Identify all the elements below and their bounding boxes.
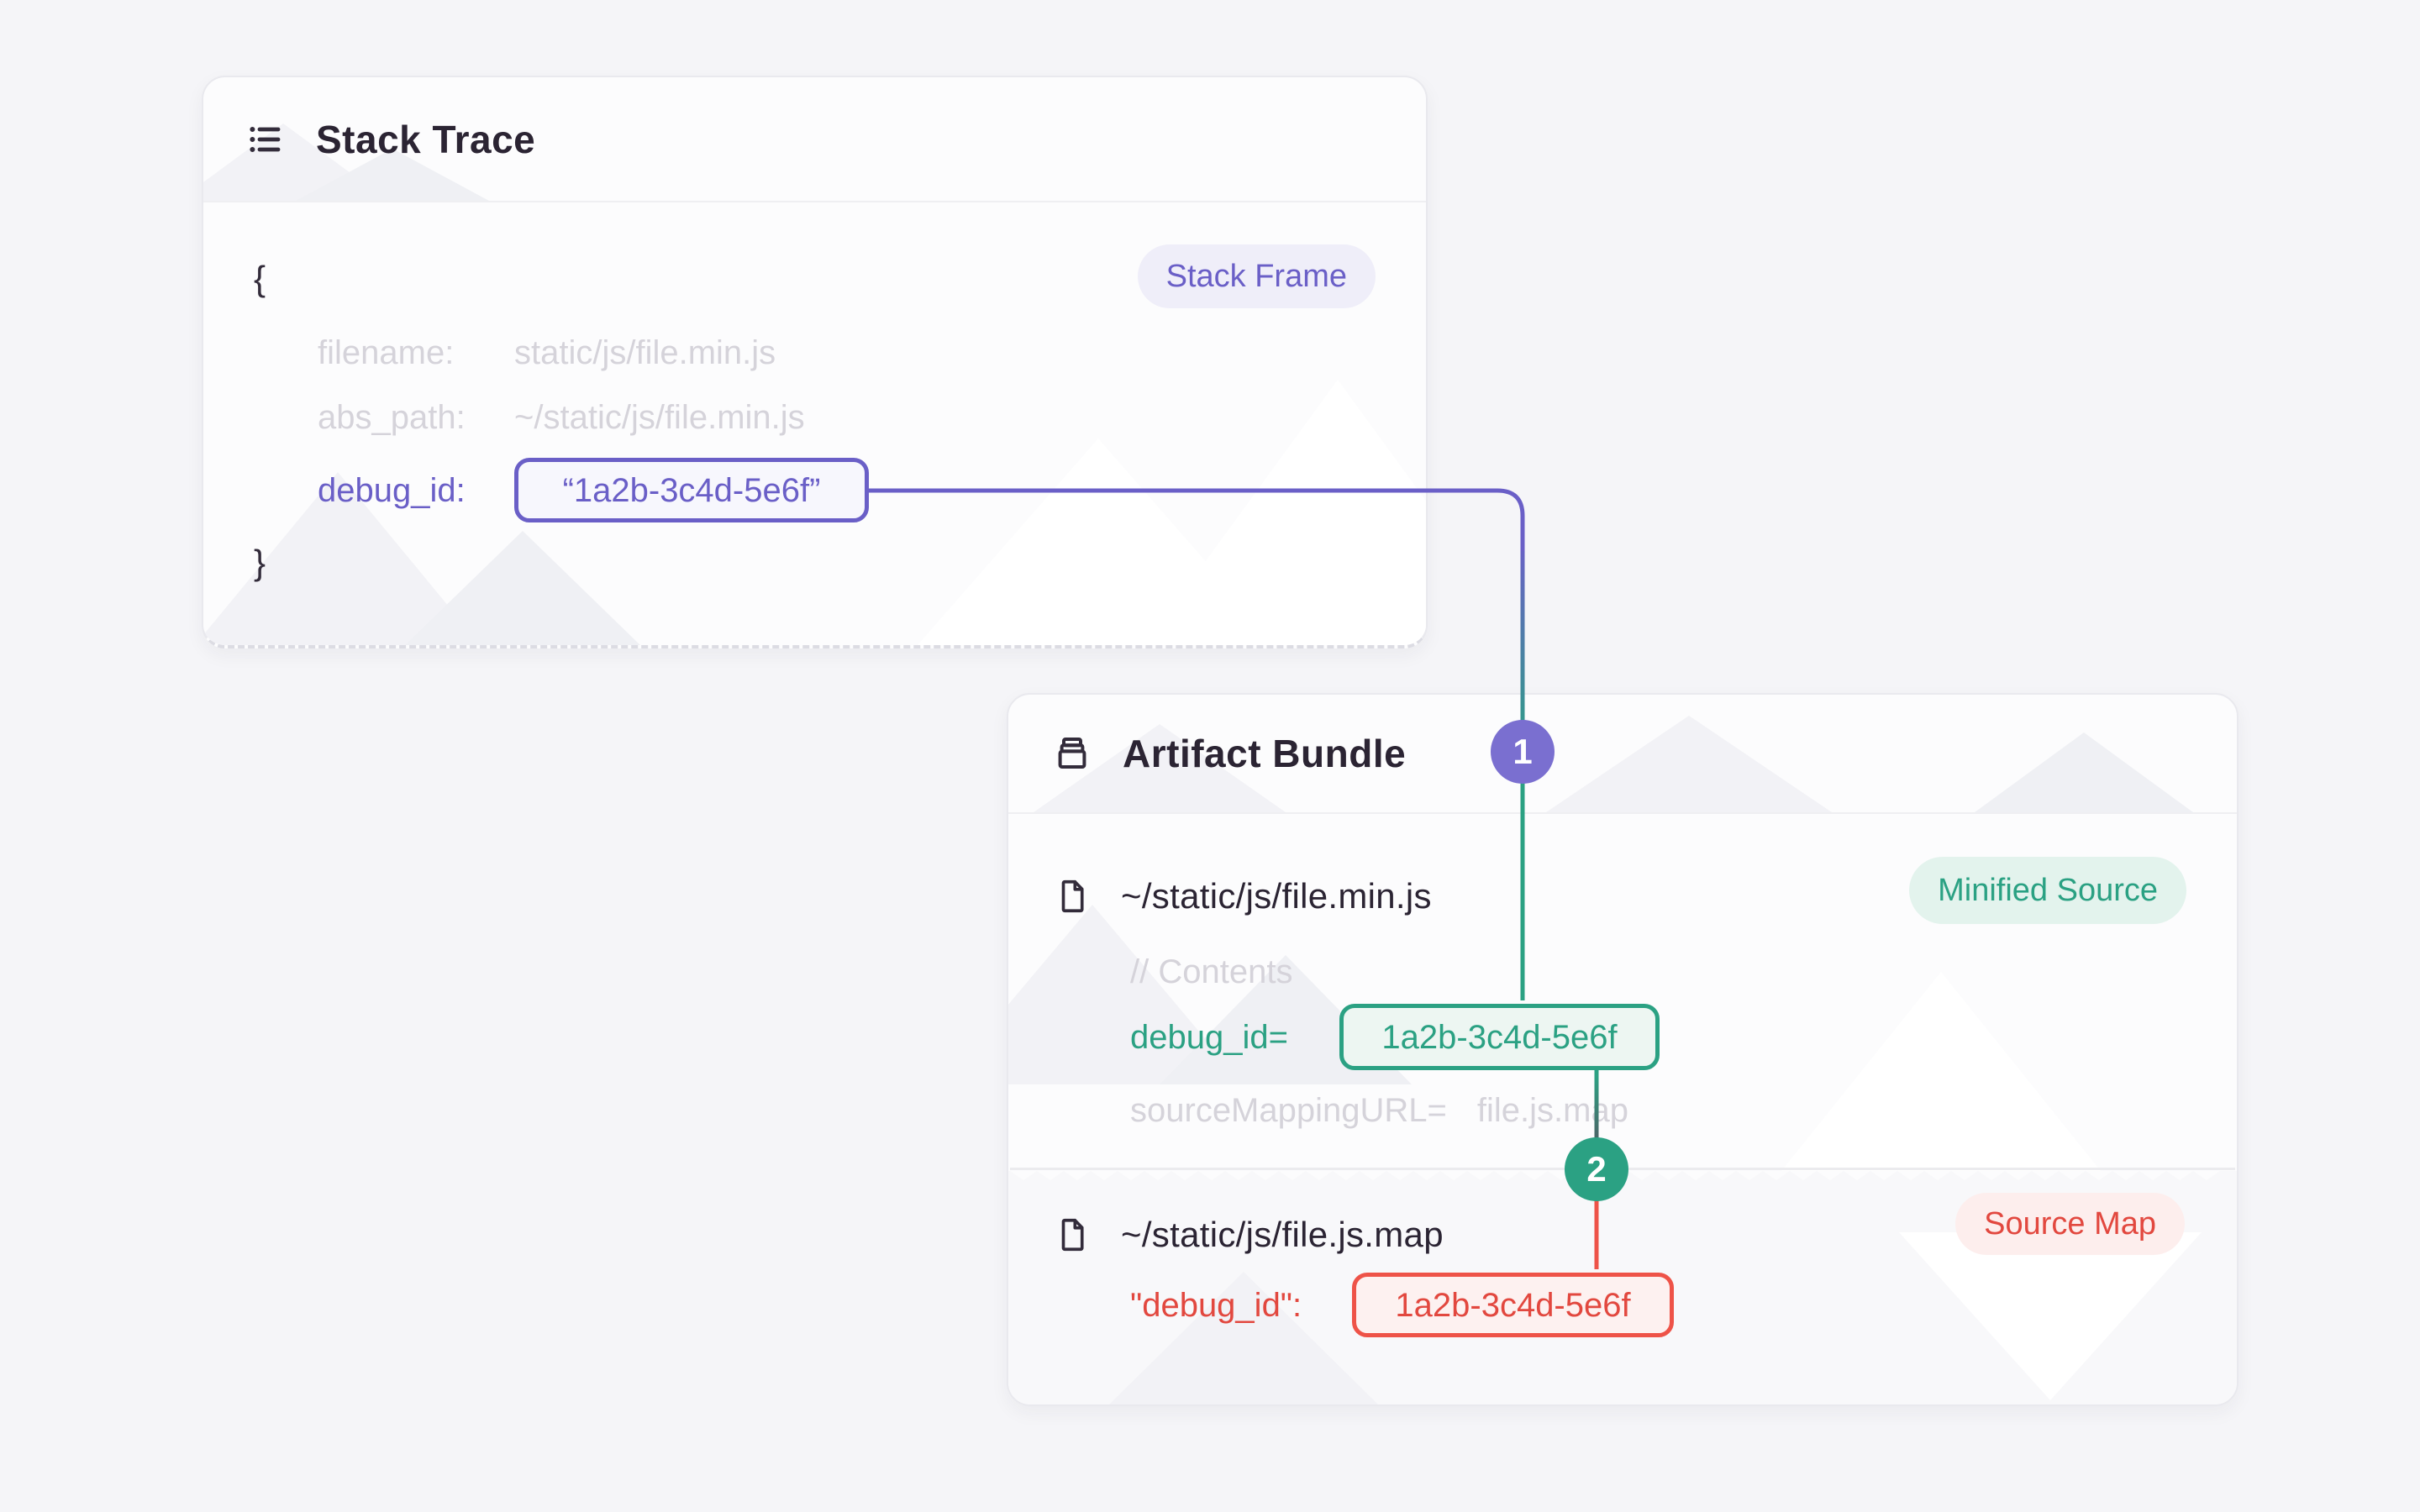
abs-path-value: ~/static/js/file.min.js [514,399,805,436]
sourcemap-debug-id-box: 1a2b-3c4d-5e6f [1352,1273,1674,1337]
mountain-decoration [1144,380,1426,645]
source-mapping-url-value: file.js.map [1476,1092,1628,1129]
step-2-circle: 2 [1565,1137,1628,1201]
abs-path-key: abs_path: [318,399,466,436]
stack-trace-title: Stack Trace [316,117,536,161]
minified-file-path: ~/static/js/file.min.js [1121,876,1432,916]
brace-close: } [254,543,266,582]
bundle-debug-id-row: debug_id= 1a2b-3c4d-5e6f [1130,1004,1660,1070]
filename-value: static/js/file.min.js [514,334,776,371]
archive-box-icon [1058,738,1086,769]
abs-path-row: abs_path: ~/static/js/file.min.js [318,397,805,438]
mountain-decoration [1899,1232,2202,1400]
source-map-file-path: ~/static/js/file.js.map [1121,1215,1444,1254]
sourcemap-debug-id-row: "debug_id": 1a2b-3c4d-5e6f [1130,1273,1674,1337]
brace-open: { [254,259,266,298]
filename-row: filename: static/js/file.min.js [318,333,776,373]
source-mapping-url-key: sourceMappingURL= [1130,1092,1447,1129]
list-icon [250,126,281,152]
minified-source-badge: Minified Source [1909,857,2186,924]
filename-key: filename: [318,334,455,371]
stack-trace-header: Stack Trace [203,77,1426,202]
artifact-bundle-header: Artifact Bundle [1008,695,2237,814]
stack-debug-id-box: “1a2b-3c4d-5e6f” [514,458,869,522]
mountain-decoration [405,531,640,645]
artifact-bundle-title: Artifact Bundle [1123,732,1407,775]
debug-id-key: debug_id: [318,471,466,509]
source-mapping-url-row: sourceMappingURL= file.js.map [1130,1090,1628,1131]
debug-id-row: debug_id: “1a2b-3c4d-5e6f” [318,458,869,522]
minified-file-row: ~/static/js/file.min.js [1054,869,1432,924]
file-icon [1061,1218,1084,1252]
stack-trace-card: Stack Trace Stack Frame { filename: stat… [202,76,1428,648]
stack-frame-badge: Stack Frame [1137,244,1376,308]
step-1-circle: 1 [1491,720,1555,784]
artifact-bundle-card: Artifact Bundle ~/static/js/file.min.js … [1007,693,2238,1406]
mountain-decoration [1781,972,2101,1171]
contents-comment: // Contents [1130,953,1293,990]
source-map-file-row: ~/static/js/file.js.map [1054,1207,1444,1263]
bundle-debug-id-box: 1a2b-3c4d-5e6f [1339,1004,1660,1070]
sourcemap-debug-id-key: "debug_id": [1130,1286,1302,1324]
file-icon [1061,879,1084,913]
bundle-debug-id-key: debug_id= [1130,1018,1288,1056]
source-map-badge: Source Map [1955,1193,2185,1255]
